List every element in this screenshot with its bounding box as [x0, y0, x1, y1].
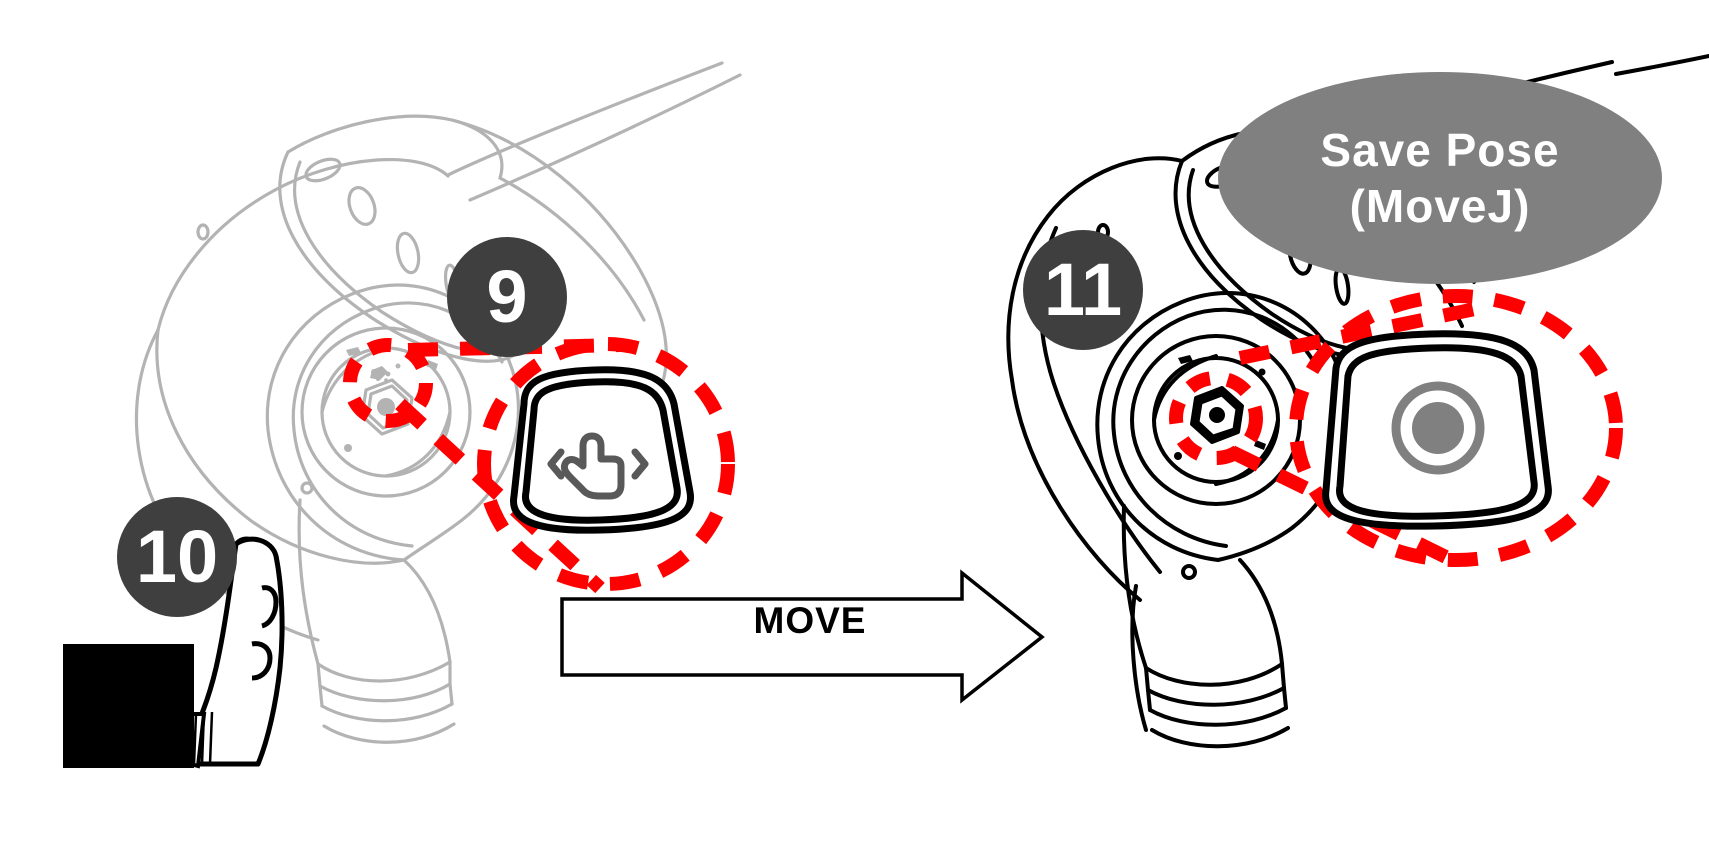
freedrive-right-chevron-icon — [631, 448, 649, 480]
freedrive-highlight-circle-left — [343, 338, 433, 428]
save-pose-line2: (MoveJ) — [1349, 180, 1531, 232]
freedrive-button-marking-left — [370, 366, 388, 380]
step-badge-9: 9 — [447, 237, 567, 357]
save-pose-callout-bubble: Save Pose (MoveJ) — [1218, 72, 1662, 284]
record-dot-icon — [1412, 402, 1464, 454]
save-button-magnified[interactable] — [1322, 330, 1552, 530]
pointing-hand-icon — [560, 432, 625, 500]
step-badge-11: 11 — [1023, 230, 1143, 350]
step-badge-10: 10 — [117, 497, 237, 617]
callout-ring-save — [1289, 289, 1623, 567]
freedrive-left-chevron-icon — [547, 448, 565, 480]
robot-left-start-pose — [134, 61, 742, 744]
sleeve — [63, 644, 194, 768]
move-arrow-label: MOVE — [753, 600, 867, 641]
hand-illustration — [63, 536, 285, 769]
move-arrow — [560, 569, 1045, 704]
callout-leader-bottom-left — [395, 398, 605, 594]
freedrive-button-magnified[interactable] — [510, 366, 695, 534]
callout-ring-freedrive — [477, 337, 735, 591]
save-pose-line1: Save Pose — [1320, 123, 1560, 176]
save-highlight-circle-right — [1169, 371, 1263, 465]
callout-leader-top-right — [1238, 301, 1482, 365]
